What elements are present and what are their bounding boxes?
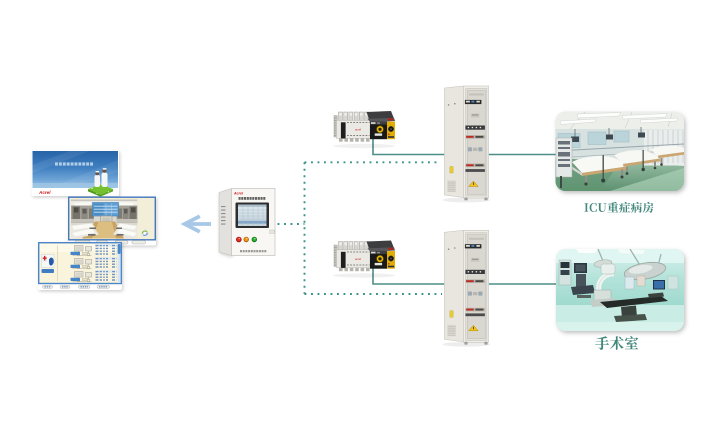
svg-text:Acrel: Acrel <box>233 192 244 196</box>
svg-text:Acrel: Acrel <box>38 190 51 195</box>
